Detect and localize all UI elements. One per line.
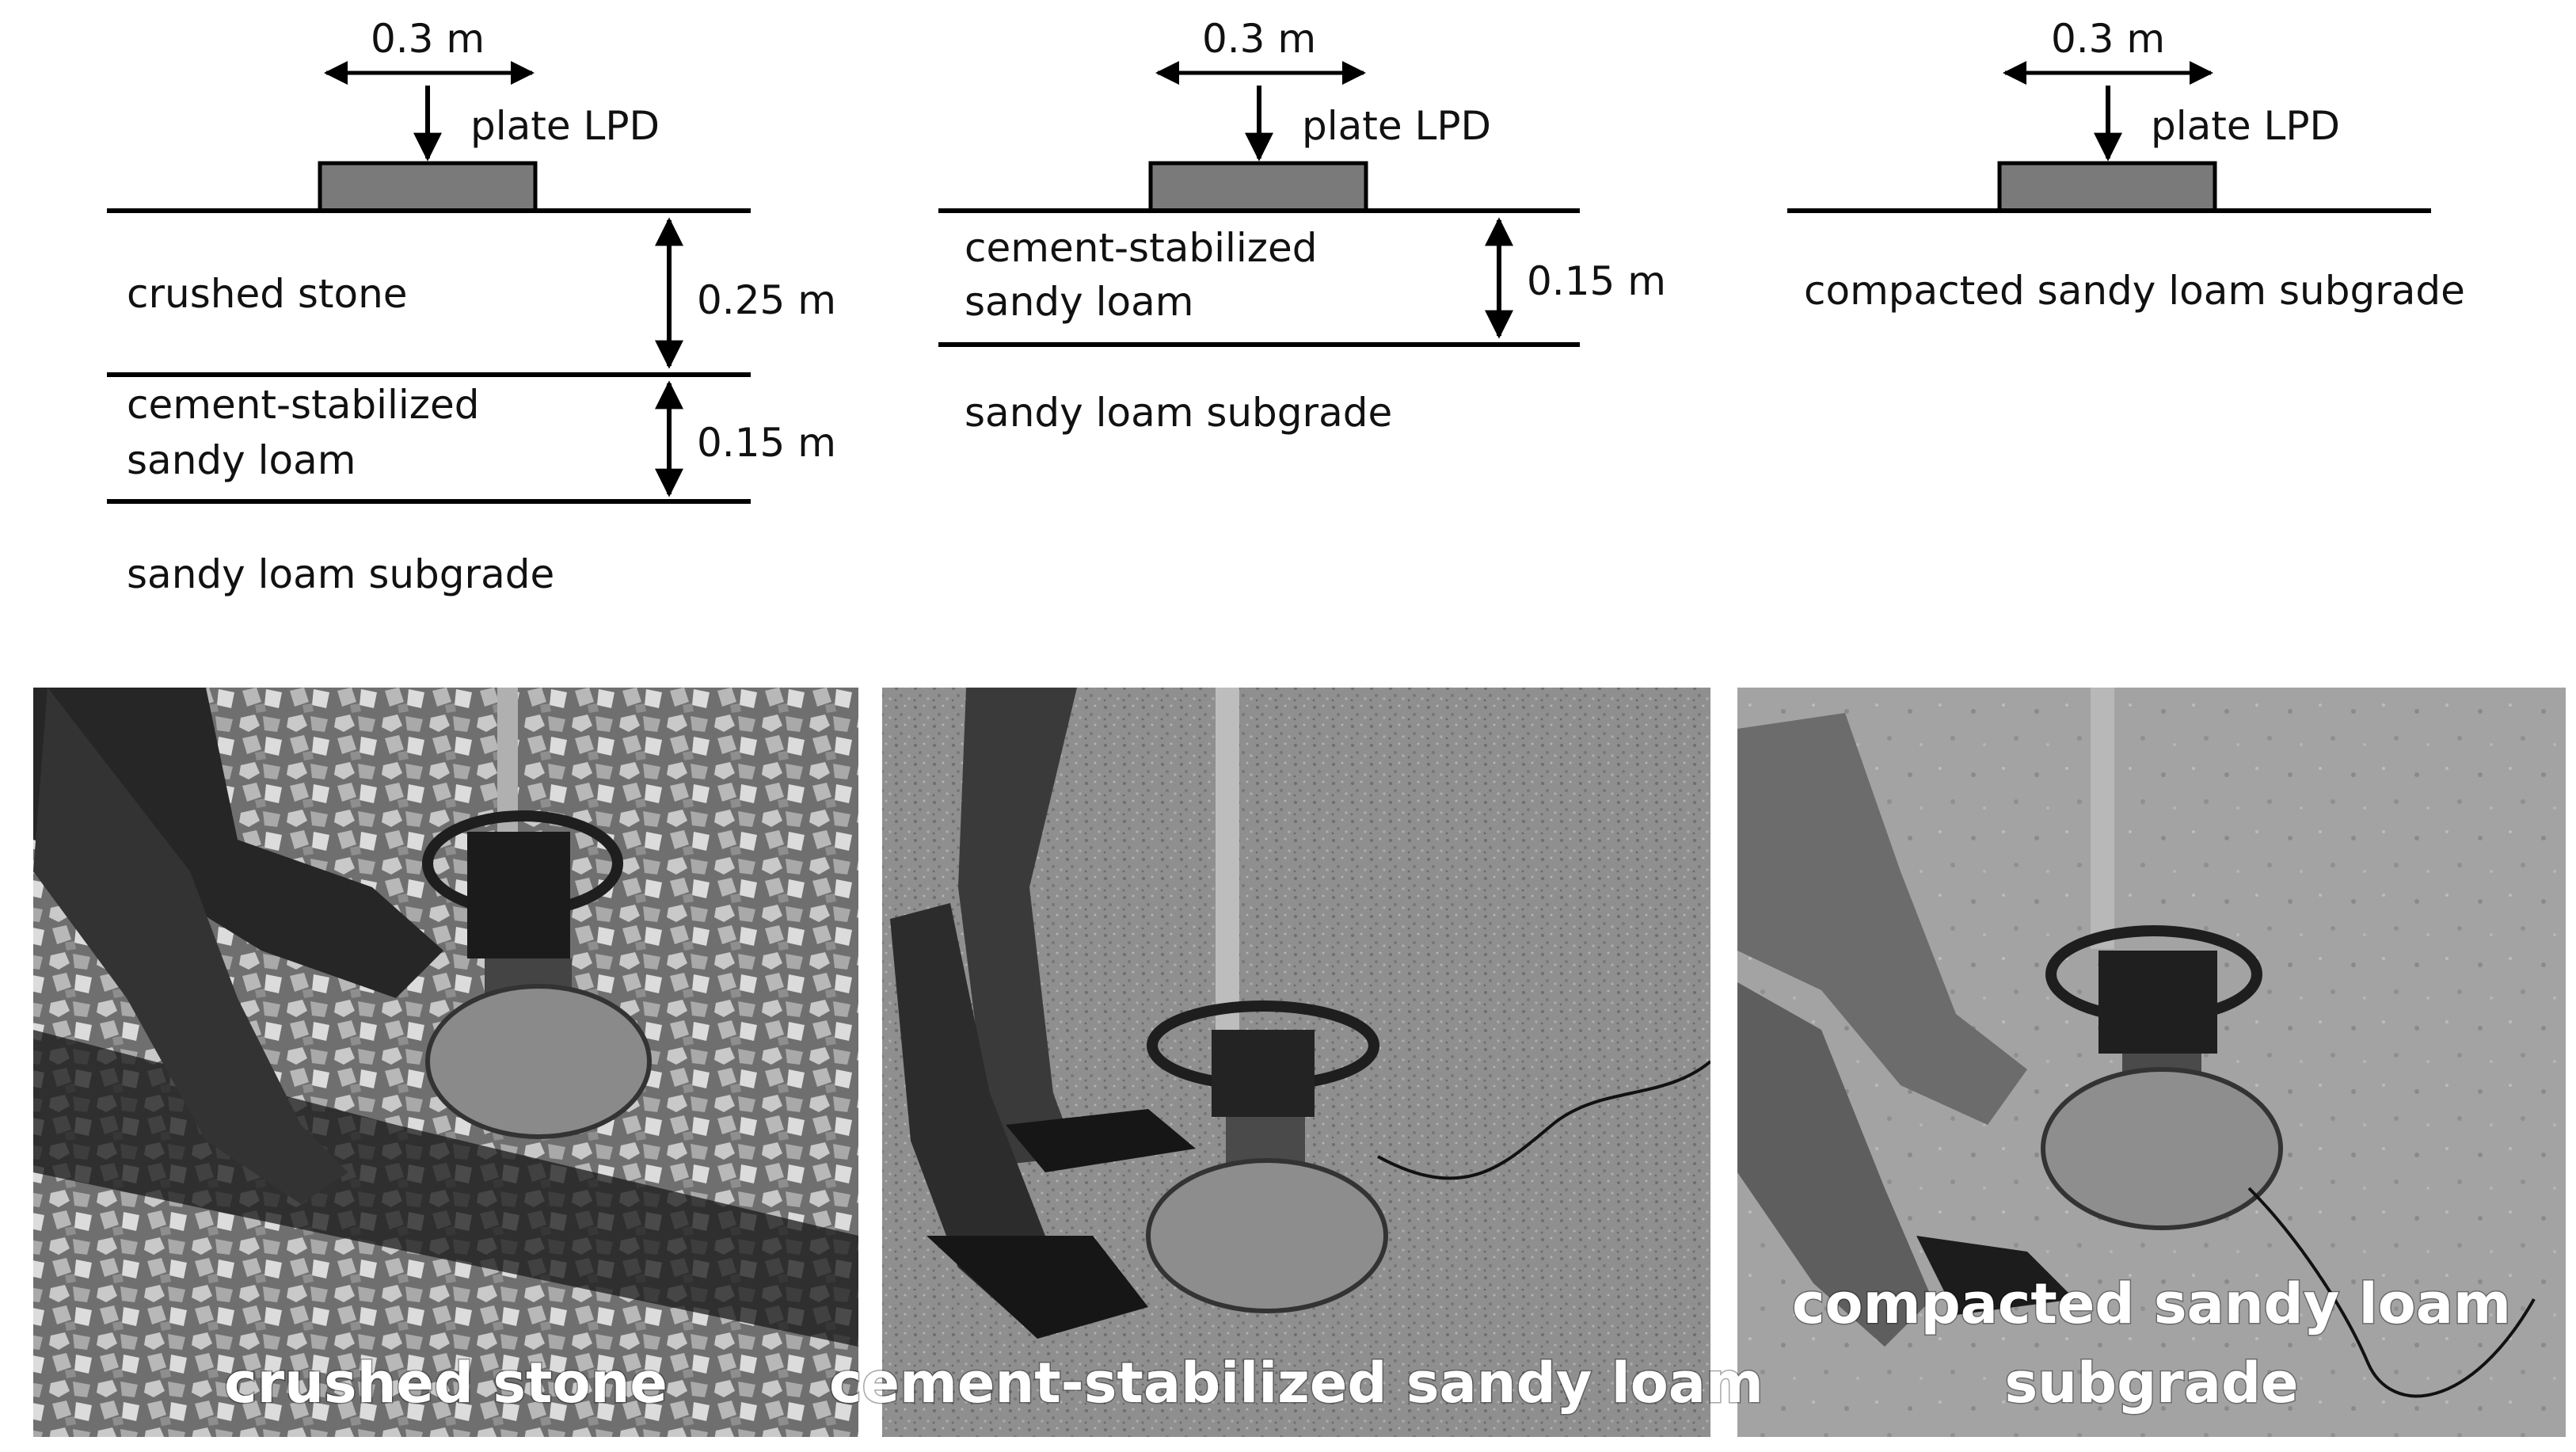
layer-name: cement-stabilized: [127, 382, 480, 428]
thickness-label: 0.25 m: [697, 277, 836, 323]
shoe-icon: [1006, 1109, 1196, 1172]
photo-caption: subgrade: [2004, 1351, 2298, 1416]
plate: [318, 161, 538, 213]
plate: [1148, 161, 1368, 213]
plate-width-label: 0.3 m: [1202, 16, 1316, 62]
load-plate: [2041, 1067, 2283, 1230]
photo-crushed-stone: [33, 688, 858, 1437]
diagram-compacted-subgrade: 0.3 m plate LPD compacted sandy loam sub…: [1787, 16, 2465, 314]
falling-weight: [2098, 951, 2217, 1054]
subgrade-label: compacted sandy loam subgrade: [1804, 268, 2465, 314]
leg-icon: [890, 903, 1109, 1331]
plate-width-label: 0.3 m: [2051, 16, 2165, 62]
leg-icon: [958, 688, 1077, 1164]
load-label: plate LPD: [2151, 103, 2340, 149]
photo-caption: compacted sandy loam: [1792, 1271, 2511, 1336]
lpd-device-on-stabilized-loam-icon: [890, 688, 1710, 1339]
photo-stabilized-loam: [882, 688, 1710, 1437]
leg-icon: [33, 688, 443, 998]
load-label: plate LPD: [470, 103, 660, 149]
layer-name: sandy loam: [127, 437, 356, 483]
layer-name: crushed stone: [127, 271, 408, 317]
layer-name: sandy loam: [965, 279, 1193, 325]
shoe-icon: [1916, 1236, 2075, 1315]
leg-icon: [1737, 982, 1932, 1347]
cable: [1377, 1060, 1710, 1180]
cable: [2247, 1187, 2536, 1398]
layer-name: cement-stabilized: [965, 225, 1318, 271]
lpd-device-on-crushed-stone-icon: [33, 688, 652, 1204]
plate: [1997, 161, 2217, 213]
load-plate: [1146, 1158, 1388, 1313]
leg-icon: [33, 688, 348, 1204]
falling-weight: [1212, 1030, 1315, 1117]
photo-caption: crushed stone: [224, 1351, 668, 1416]
subgrade-label: sandy loam subgrade: [127, 551, 554, 597]
guide-rod: [2091, 688, 2114, 949]
photo-compacted-subgrade: [1737, 688, 2566, 1437]
photo-caption: cement-stabilized sandy loam: [829, 1351, 1764, 1416]
lpd-device-on-subgrade-icon: [1737, 688, 2536, 1398]
diagram-crushed-stone: 0.3 m plate LPD crushed stone 0.25 m cem…: [107, 16, 836, 597]
thickness-label: 0.15 m: [697, 420, 836, 466]
thickness-label: 0.15 m: [1527, 258, 1666, 304]
load-plate: [425, 984, 652, 1139]
diagram-stabilized-loam: 0.3 m plate LPD cement-stabilized sandy …: [938, 16, 1666, 436]
subgrade-label: sandy loam subgrade: [965, 390, 1392, 436]
falling-weight: [467, 832, 570, 958]
leg-icon: [1737, 713, 2027, 1125]
shoe-icon: [927, 1236, 1148, 1339]
load-label: plate LPD: [1302, 103, 1491, 149]
plate-width-label: 0.3 m: [371, 16, 485, 62]
guide-rod: [1216, 688, 1239, 1036]
